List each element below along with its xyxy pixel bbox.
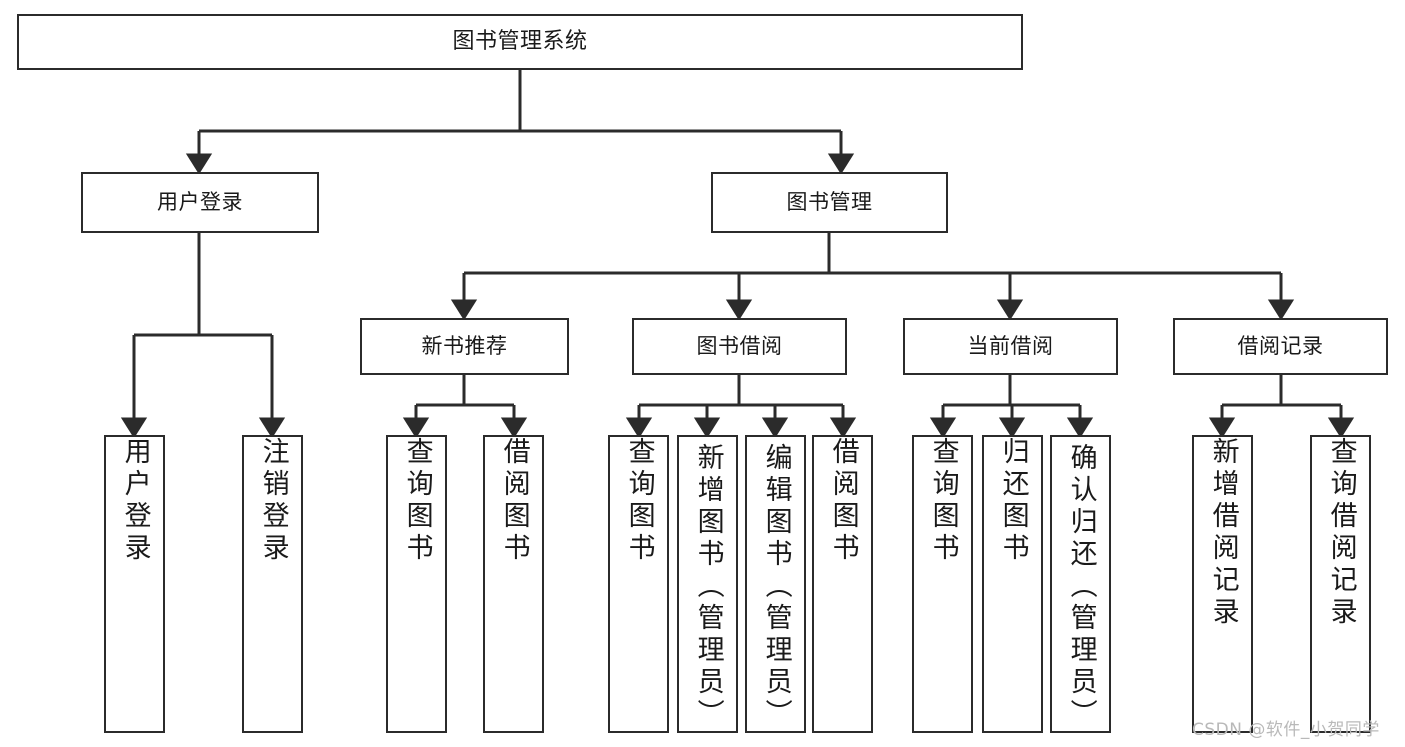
node-leaf-return-book[interactable]: 归还图书 <box>982 435 1043 733</box>
node-root-book-management-system[interactable]: 图书管理系统 <box>17 14 1023 70</box>
node-label: 确认归还（管理员） <box>1065 443 1097 731</box>
node-label: 用户登录 <box>157 190 243 215</box>
node-leaf-query-borrow-record[interactable]: 查询借阅记录 <box>1310 435 1371 733</box>
node-leaf-logout-login[interactable]: 注销登录 <box>242 435 303 733</box>
node-leaf-edit-book-admin[interactable]: 编辑图书（管理员） <box>745 435 806 733</box>
node-label: 注销登录 <box>257 437 289 565</box>
node-leaf-borrow-book[interactable]: 借阅图书 <box>812 435 873 733</box>
node-current-borrow[interactable]: 当前借阅 <box>903 318 1118 375</box>
node-label: 查询借阅记录 <box>1325 437 1357 629</box>
node-leaf-query-book-rec[interactable]: 查询图书 <box>386 435 447 733</box>
node-label: 编辑图书（管理员） <box>760 443 792 731</box>
node-label: 图书管理系统 <box>452 29 588 55</box>
node-user-login[interactable]: 用户登录 <box>81 172 319 233</box>
node-label: 借阅图书 <box>827 437 859 565</box>
node-leaf-query-book-borrow[interactable]: 查询图书 <box>608 435 669 733</box>
node-label: 查询图书 <box>927 437 959 565</box>
node-book-management[interactable]: 图书管理 <box>711 172 948 233</box>
node-leaf-add-borrow-record[interactable]: 新增借阅记录 <box>1192 435 1253 733</box>
node-label: 借阅图书 <box>498 437 530 565</box>
node-label: 查询图书 <box>623 437 655 565</box>
node-label: 查询图书 <box>401 437 433 565</box>
node-label: 当前借阅 <box>967 334 1054 359</box>
node-leaf-add-book-admin[interactable]: 新增图书（管理员） <box>677 435 738 733</box>
node-label: 新书推荐 <box>421 334 508 359</box>
node-new-book-recommendation[interactable]: 新书推荐 <box>360 318 569 375</box>
node-label: 用户登录 <box>119 437 151 565</box>
node-book-borrow[interactable]: 图书借阅 <box>632 318 847 375</box>
node-label: 归还图书 <box>997 437 1029 565</box>
node-label: 图书管理 <box>786 190 873 215</box>
node-leaf-confirm-return-admin[interactable]: 确认归还（管理员） <box>1050 435 1111 733</box>
watermark-text: CSDN @软件_小贺同学 <box>1192 720 1380 740</box>
node-label: 图书借阅 <box>696 334 783 359</box>
node-leaf-user-login[interactable]: 用户登录 <box>104 435 165 733</box>
node-label: 借阅记录 <box>1237 334 1324 359</box>
node-label: 新增图书（管理员） <box>692 443 724 731</box>
node-label: 新增借阅记录 <box>1207 437 1239 629</box>
node-leaf-borrow-book-rec[interactable]: 借阅图书 <box>483 435 544 733</box>
node-leaf-query-book-current[interactable]: 查询图书 <box>912 435 973 733</box>
node-borrow-record[interactable]: 借阅记录 <box>1173 318 1388 375</box>
